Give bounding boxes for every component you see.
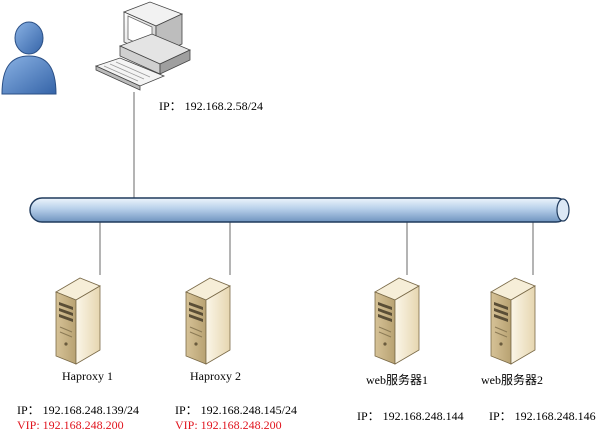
web2-name: web服务器2 — [481, 373, 543, 387]
web1-server-icon — [374, 277, 420, 365]
haproxy1-server-icon — [55, 277, 101, 365]
haproxy1-ip: IP： 192.168.248.139/24 — [17, 403, 140, 417]
network-bus — [29, 197, 570, 223]
desktop-computer-icon — [94, 1, 191, 91]
client-ip-label: IP： 192.168.2.58/24 — [159, 99, 264, 113]
web1-name: web服务器1 — [366, 373, 428, 387]
web2-ip: IP： 192.168.248.146 — [489, 409, 596, 423]
haproxy1-name: Haproxy 1 — [62, 369, 113, 383]
haproxy2-vip: VIP: 192.168.248.200 — [175, 418, 282, 432]
user-icon — [1, 21, 57, 95]
haproxy2-name: Haproxy 2 — [190, 369, 241, 383]
web2-server-icon — [490, 277, 536, 365]
haproxy1-vip: VIP: 192.168.248.200 — [17, 418, 124, 432]
haproxy2-ip: IP： 192.168.248.145/24 — [175, 403, 298, 417]
haproxy2-server-icon — [185, 277, 231, 365]
web1-ip: IP： 192.168.248.144 — [357, 409, 464, 423]
